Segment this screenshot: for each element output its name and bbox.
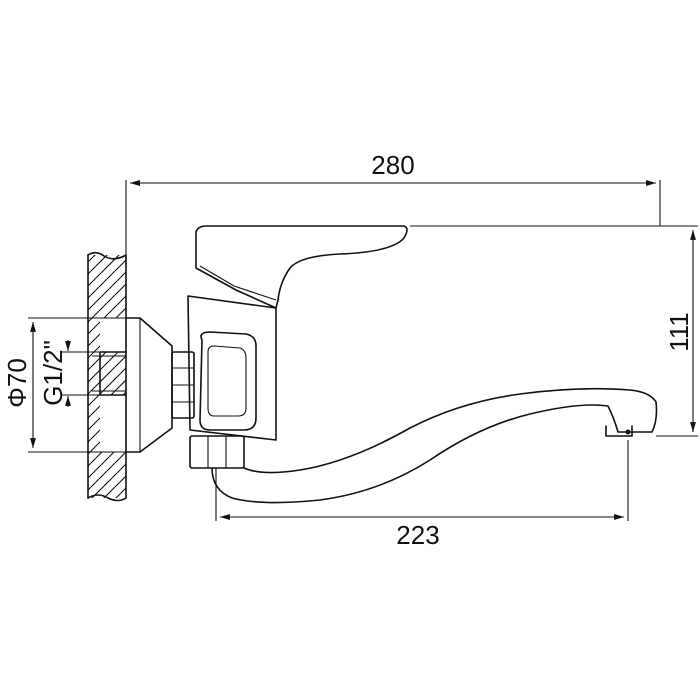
hex-nut-lower [189,435,245,469]
wall-flange [125,317,173,453]
valve-escutcheon-inner [207,345,247,417]
wall-hatching [88,255,126,498]
wall-break-top [87,251,127,260]
dimension-label-phi70: Φ70 [2,358,32,408]
dimension-spout-reach: 223 [215,440,629,550]
pipe-bore [99,351,127,396]
hex-nut-upper [171,351,195,419]
dimension-thread-size: G1/2" [38,340,100,407]
dimension-overall-length: 280 [125,150,661,255]
wall-break-bottom [87,494,127,502]
dimension-label-g12: G1/2" [38,340,68,406]
dimension-label-223: 223 [396,520,439,550]
dimension-label-280: 280 [371,150,414,180]
dimension-label-111: 111 [664,312,694,352]
pipe-thread [92,355,126,392]
valve-escutcheon [199,331,257,431]
dimension-flange-diameter: Φ70 [2,317,126,453]
aerator [605,425,633,437]
handle-lower-edge [199,265,277,301]
wall-section [87,251,127,502]
valve-body [187,295,277,441]
dimension-height: 111 [410,225,698,437]
lever-handle [195,225,408,309]
spout [211,387,658,504]
